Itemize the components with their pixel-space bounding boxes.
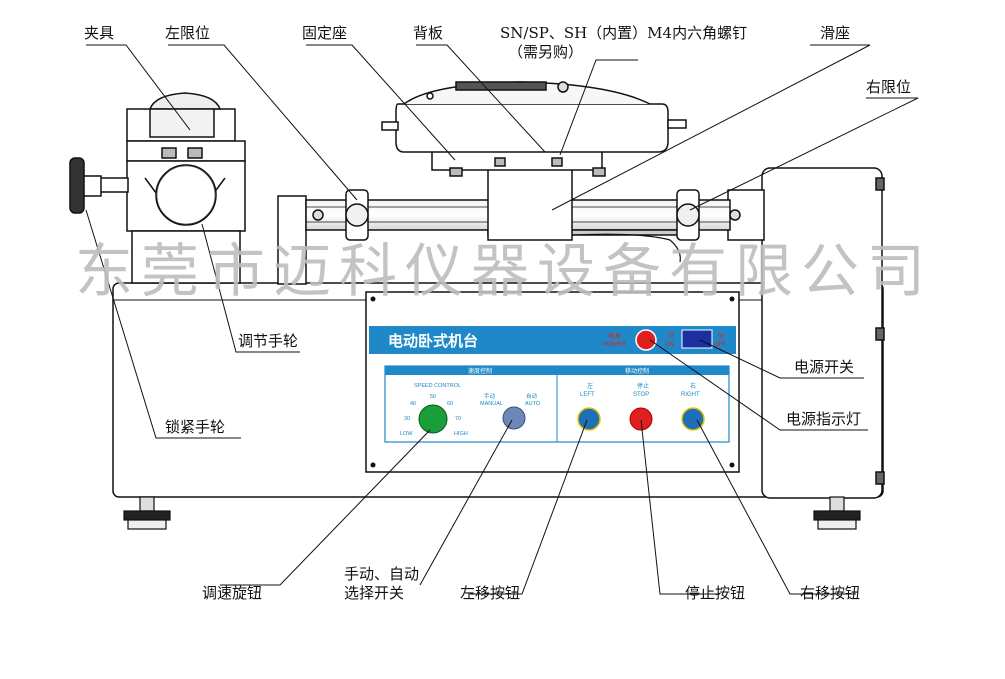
dial-low: LOW <box>400 431 413 437</box>
label-fixture: 夹具 <box>84 24 115 42</box>
company-watermark: 东莞市迈科仪器设备有限公司 <box>75 237 934 305</box>
right-cn-text: 右 <box>690 382 696 390</box>
right-en-text: RIGHT <box>681 392 700 398</box>
mode-switch[interactable] <box>502 406 526 430</box>
right-limit-block <box>676 189 700 241</box>
stop-en-text: STOP <box>633 392 649 398</box>
label-power-switch: 电源开关 <box>794 358 855 376</box>
label-right-button: 右移按钮 <box>800 584 861 602</box>
off-cn-text: 关 <box>718 332 724 340</box>
dial-30: 30 <box>404 416 410 422</box>
off-en-text: OFF <box>714 342 726 348</box>
stop-cn-text: 停止 <box>637 382 649 390</box>
lock-wheel <box>69 157 129 214</box>
adjust-wheel <box>155 164 217 226</box>
left-limit-block <box>345 189 369 241</box>
power-en-text: POWER <box>603 342 626 348</box>
label-mode-line1: 手动、自动 <box>344 565 420 583</box>
label-slide-base: 滑座 <box>820 24 851 42</box>
manual-cn-text: 手动 <box>484 392 496 400</box>
auto-en-text: AUTO <box>525 401 541 407</box>
label-right-limit: 右限位 <box>866 78 912 96</box>
power-switch[interactable] <box>681 329 713 349</box>
manual-en-text: MANUAL <box>480 401 503 407</box>
right-foot <box>813 496 861 530</box>
panel-title: 电动卧式机台 <box>388 332 478 350</box>
dial-50: 50 <box>430 394 436 400</box>
dial-70: 70 <box>455 416 461 422</box>
leader-lines <box>85 44 919 595</box>
power-cn-text: 电源 <box>608 332 620 340</box>
label-fixed-base: 固定座 <box>302 24 348 42</box>
move-section-title: 移动控制 <box>625 367 649 375</box>
label-left-limit: 左限位 <box>165 24 211 42</box>
label-screw-line2: （需另购） <box>508 43 584 61</box>
stop-button[interactable] <box>629 407 653 431</box>
label-back-plate: 背板 <box>413 24 444 42</box>
on-en-text: ON <box>665 342 674 348</box>
speed-section-title: 速度控制 <box>468 367 492 375</box>
label-mode-line2: 选择开关 <box>344 584 405 602</box>
label-power-indicator: 电源指示灯 <box>786 410 862 428</box>
label-stop-button: 停止按钮 <box>685 584 746 602</box>
label-left-button: 左移按钮 <box>460 584 521 602</box>
left-move-button[interactable] <box>577 407 601 431</box>
control-panel: 电动卧式机台 电源 POWER 开 ON 关 OFF 速度控制 移动控制 SPE… <box>365 291 740 473</box>
power-indicator-light <box>635 329 657 351</box>
dial-high: HIGH <box>454 431 468 437</box>
label-screw-line1: SN/SP、SH（内置）M4内六角螺钉 <box>500 24 748 42</box>
dial-60: 60 <box>447 401 453 407</box>
speed-control-text: SPEED CONTROL <box>414 383 461 389</box>
auto-cn-text: 自动 <box>526 392 538 400</box>
left-en-text: LEFT <box>580 392 595 398</box>
label-adjust-wheel: 调节手轮 <box>238 332 299 350</box>
left-foot <box>123 496 171 530</box>
dial-40: 40 <box>410 401 416 407</box>
slide-seat <box>487 167 681 263</box>
force-gauge <box>381 81 687 153</box>
on-cn-text: 开 <box>668 333 674 340</box>
right-move-button[interactable] <box>681 407 705 431</box>
label-lock-wheel: 锁紧手轮 <box>165 418 226 436</box>
speed-knob[interactable] <box>418 404 448 434</box>
label-speed-knob: 调速旋钮 <box>202 584 263 602</box>
left-cn-text: 左 <box>587 382 593 390</box>
